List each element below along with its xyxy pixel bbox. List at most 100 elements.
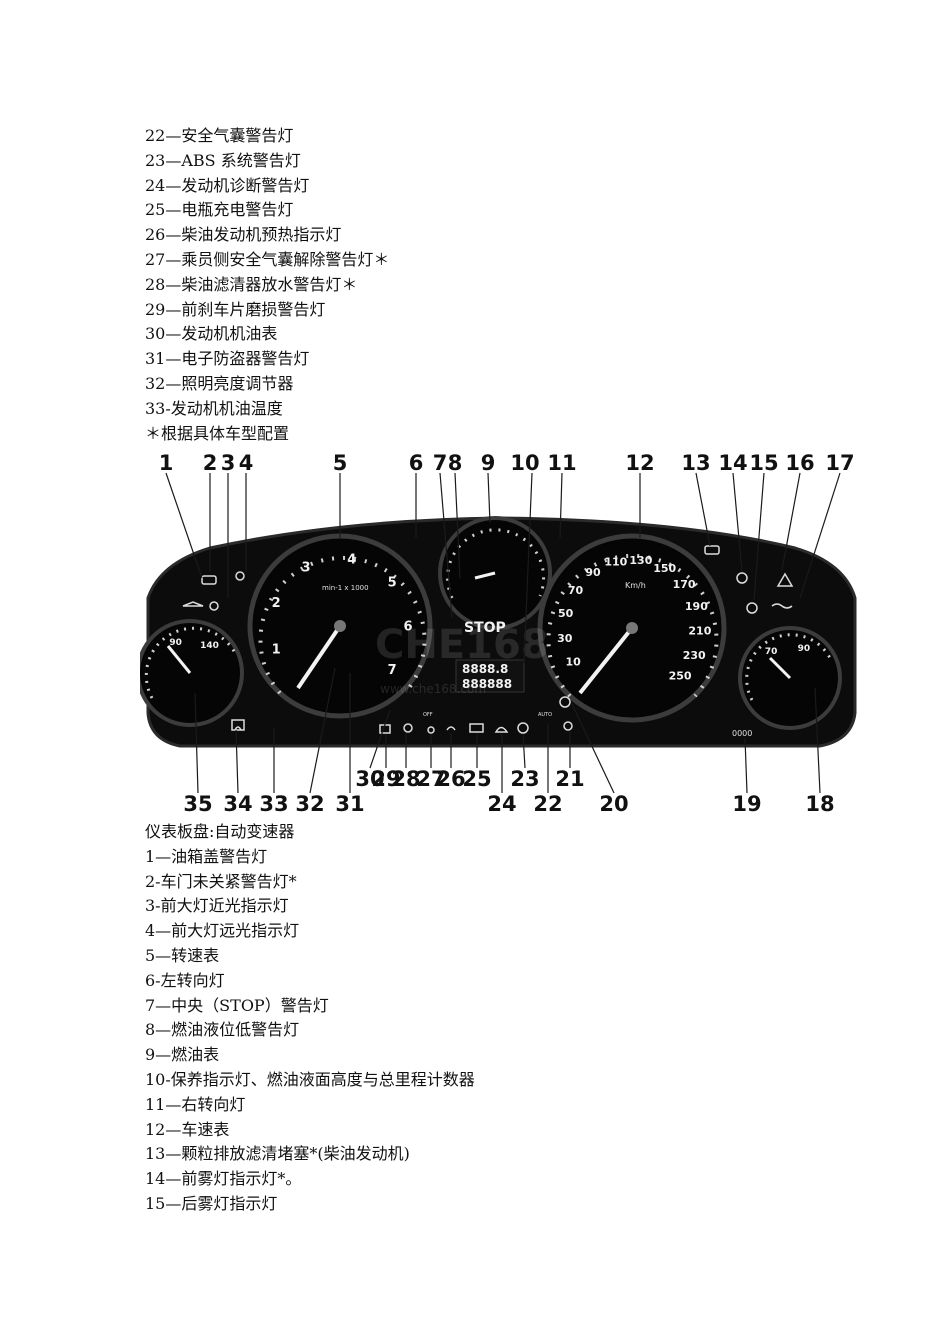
callout-number: 8 xyxy=(448,451,463,475)
callout-number: 2 xyxy=(203,451,218,475)
legend-line: 30—发动机机油表 xyxy=(145,324,278,344)
engine-check-icon xyxy=(494,726,509,733)
dial-number: 250 xyxy=(669,670,692,683)
callout-number: 32 xyxy=(295,792,324,816)
dial-number: 1 xyxy=(272,643,281,658)
fuel-gauge xyxy=(438,516,552,630)
legend-line: ＊根据具体车型配置 xyxy=(145,423,290,443)
legend-line: 1—油箱盖警告灯 xyxy=(145,846,268,866)
legend-line: 10-保养指示灯、燃油液面高度与总里程计数器 xyxy=(145,1069,475,1089)
callout-number: 9 xyxy=(481,451,496,475)
callout-number: 28 xyxy=(391,767,420,791)
dial-number: 5 xyxy=(388,576,397,591)
callout-number: 7 xyxy=(433,451,448,475)
legend-line: 6-左转向灯 xyxy=(145,970,225,990)
dial-number: 210 xyxy=(688,625,711,638)
legend-line: 12—车速表 xyxy=(145,1119,230,1139)
dial-number: 170 xyxy=(673,578,696,591)
callout-number: 15 xyxy=(749,451,778,475)
airbag-icon xyxy=(563,721,573,731)
watermark-url: www.che168.com xyxy=(380,682,486,696)
callout-number: 4 xyxy=(239,451,254,475)
brake-warning-icon xyxy=(559,696,571,708)
high-beam-icon xyxy=(235,571,245,581)
watermark-logo: CHE168 xyxy=(375,622,549,668)
legend-line: 14—前雾灯指示灯*。 xyxy=(145,1169,302,1189)
callout-number: 20 xyxy=(599,792,628,816)
callout-number: 6 xyxy=(409,451,424,475)
fuel-cap-icon xyxy=(182,601,204,607)
dial-number: 2 xyxy=(272,596,281,611)
dial-number: 140 xyxy=(200,641,219,651)
speedometer-unit: Km/h xyxy=(625,581,646,590)
dial-number: 230 xyxy=(683,649,706,662)
dial-number: 6 xyxy=(403,619,412,634)
dial-number: 90 xyxy=(798,644,811,654)
callout-number: 29 xyxy=(371,767,400,791)
coolant-level-icon xyxy=(771,603,793,609)
legend-line: 3-前大灯近光指示灯 xyxy=(145,896,289,916)
coolant-temp-gauge xyxy=(738,626,842,730)
legend-line: 25—电瓶充电警告灯 xyxy=(145,200,294,220)
tachometer-unit: min-1 x 1000 xyxy=(322,584,369,592)
dial-number: 90 xyxy=(585,566,601,579)
callout-number: 3 xyxy=(221,451,236,475)
glow-plug-icon xyxy=(446,726,456,731)
callout-number: 35 xyxy=(183,792,212,816)
dial-number: 110 xyxy=(604,556,627,569)
callout-number: 17 xyxy=(825,451,854,475)
coolant-numbers: 70 90 xyxy=(765,644,810,657)
legend-line: 7—中央（STOP）警告灯 xyxy=(145,995,329,1015)
dial-number: 10 xyxy=(565,656,581,669)
dial-number: 70 xyxy=(568,584,584,597)
oil-temp-gauge xyxy=(140,619,244,727)
callout-number: 19 xyxy=(732,792,761,816)
legend-line: 5—转速表 xyxy=(145,945,220,965)
low-beam-icon xyxy=(209,601,219,611)
legend-line: 8—燃油液位低警告灯 xyxy=(145,1020,300,1040)
legend-line: 4—前大灯远光指示灯 xyxy=(145,921,300,941)
dial-number: 30 xyxy=(557,632,573,645)
legend-list-top: 22—安全气囊警告灯 23—ABS 系统警告灯 24—发动机诊断警告灯 25—电瓶充电… xyxy=(145,124,389,446)
callout-number: 13 xyxy=(681,451,710,475)
callout-number: 21 xyxy=(555,767,584,791)
oil-temp-numbers: 90 140 xyxy=(169,638,219,651)
door-ajar-icon xyxy=(201,575,217,585)
dial-number: 90 xyxy=(169,638,182,648)
callout-number: 18 xyxy=(805,792,834,816)
legend-line: 23—ABS 系统警告灯 xyxy=(145,150,301,170)
legend-line: 9—燃油表 xyxy=(145,1045,220,1065)
legend-line: 29—前刹车片磨损警告灯 xyxy=(145,299,326,319)
callout-number: 16 xyxy=(785,451,814,475)
odometer-top-display: 8888.8 xyxy=(462,662,508,676)
dial-number: 150 xyxy=(653,562,676,575)
legend-line: 13—颗粒排放滤清堵塞*(柴油发动机) xyxy=(145,1144,410,1164)
airbag-off-icon xyxy=(427,726,435,734)
rear-fog-lamp-icon xyxy=(746,602,758,614)
legend-line: 31—电子防盗器警告灯 xyxy=(145,349,310,369)
legend-line: 22—安全气囊警告灯 xyxy=(145,126,294,145)
airbag-off-label: OFF xyxy=(423,712,433,718)
callout-number: 22 xyxy=(533,792,562,816)
callout-number: 12 xyxy=(625,451,654,475)
dial-number: 70 xyxy=(765,647,778,657)
legend-line: 27—乘员侧安全气囊解除警告灯＊ xyxy=(145,249,390,269)
callout-number: 14 xyxy=(718,451,747,475)
legend-line: 15—后雾灯指示灯 xyxy=(145,1193,278,1213)
odometer-bottom-display: 888888 xyxy=(462,677,512,691)
callout-number: 33 xyxy=(259,792,288,816)
callout-number: 27 xyxy=(416,767,445,791)
legend-line: 28—柴油滤清器放水警告灯＊ xyxy=(145,274,358,294)
legend-line: 24—发动机诊断警告灯 xyxy=(145,175,310,195)
callout-number: 24 xyxy=(487,792,516,816)
speedometer-gauge xyxy=(537,533,727,723)
battery-icon xyxy=(469,723,484,733)
legend-line: 仪表板盘:自动变速器 xyxy=(145,822,295,841)
callout-number: 26 xyxy=(436,767,465,791)
dial-number: 50 xyxy=(558,607,574,620)
